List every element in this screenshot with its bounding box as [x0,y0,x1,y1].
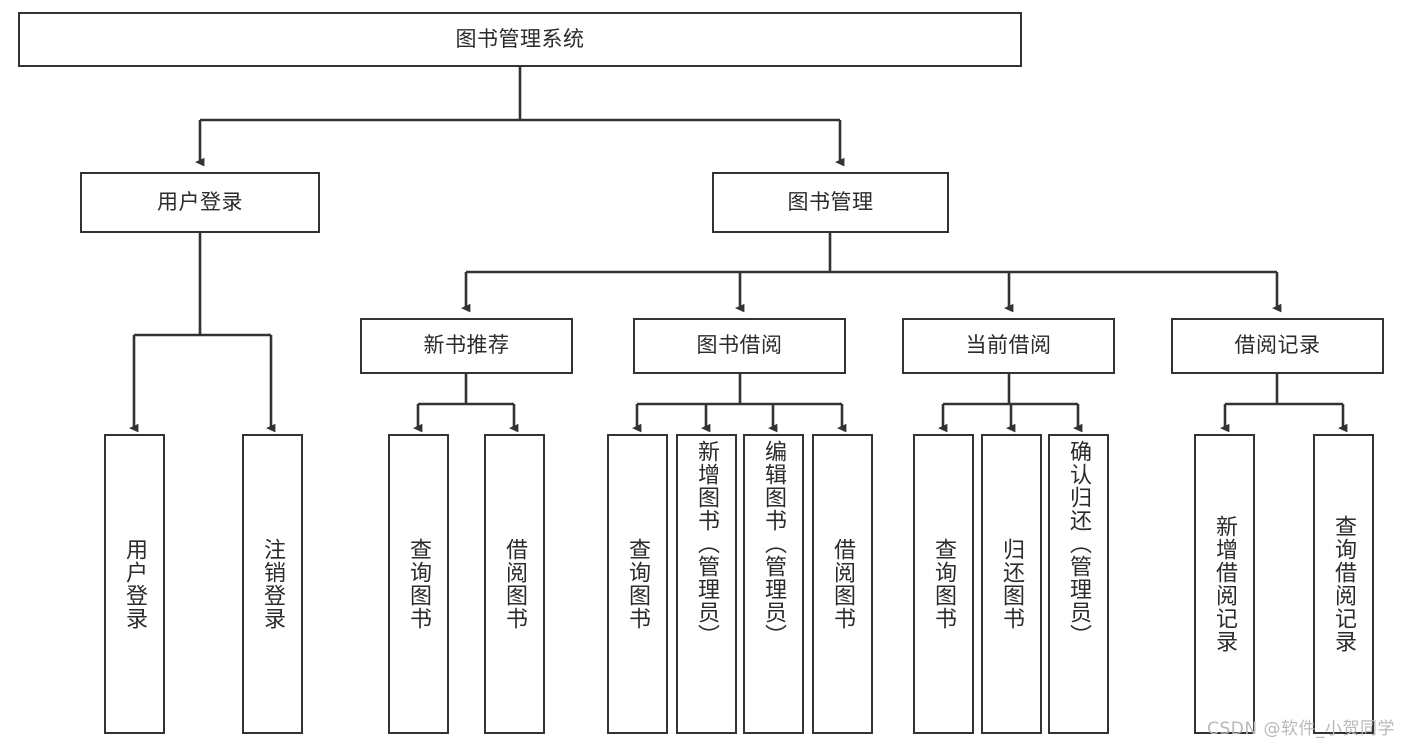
leaf-label: 确认归还（管理员） [1066,440,1092,647]
leaf-book-borrow-add-book-admin[interactable]: 新增图书（管理员） [676,434,737,734]
leaf-current-borrow-return-book[interactable]: 归还图书 [981,434,1042,734]
leaf-current-borrow-query-book[interactable]: 查询图书 [913,434,974,734]
leaf-book-borrow-borrow-book[interactable]: 借阅图书 [812,434,873,734]
leaf-label: 归还图书 [999,538,1025,630]
leaf-label: 查询图书 [931,538,957,630]
leaf-user-login-logout[interactable]: 注销登录 [242,434,303,734]
node-current-borrow[interactable]: 当前借阅 [902,318,1115,374]
leaf-new-book-borrow-book[interactable]: 借阅图书 [484,434,545,734]
node-label: 借阅记录 [1234,333,1321,358]
leaf-current-borrow-confirm-return-admin[interactable]: 确认归还（管理员） [1048,434,1109,734]
leaf-borrow-record-query-record[interactable]: 查询借阅记录 [1313,434,1374,734]
node-new-book-recommend[interactable]: 新书推荐 [360,318,573,374]
leaf-book-borrow-edit-book-admin[interactable]: 编辑图书（管理员） [743,434,804,734]
node-book-management[interactable]: 图书管理 [712,172,949,233]
leaf-label: 查询图书 [406,538,432,630]
node-user-login[interactable]: 用户登录 [80,172,320,233]
leaf-user-login-login[interactable]: 用户登录 [104,434,165,734]
leaf-label: 新增图书（管理员） [694,440,720,647]
node-label: 图书管理 [787,189,874,214]
leaf-new-book-query-book[interactable]: 查询图书 [388,434,449,734]
leaf-label: 借阅图书 [502,538,528,630]
node-label: 图书管理系统 [455,26,585,51]
node-label: 图书借阅 [696,333,783,358]
leaf-label: 新增借阅记录 [1212,515,1238,653]
node-label: 新书推荐 [423,333,510,358]
leaf-label: 编辑图书（管理员） [761,440,787,647]
leaf-borrow-record-add-record[interactable]: 新增借阅记录 [1194,434,1255,734]
leaf-label: 借阅图书 [830,538,856,630]
node-borrow-record[interactable]: 借阅记录 [1171,318,1384,374]
node-book-borrow[interactable]: 图书借阅 [633,318,846,374]
leaf-label: 查询借阅记录 [1331,515,1357,653]
node-label: 用户登录 [157,189,243,214]
node-label: 当前借阅 [965,333,1052,358]
leaf-book-borrow-query-book[interactable]: 查询图书 [607,434,668,734]
leaf-label: 注销登录 [260,538,286,630]
node-root-system[interactable]: 图书管理系统 [18,12,1022,67]
leaf-label: 用户登录 [122,538,148,630]
watermark-text: CSDN @软件_小贺同学 [1207,719,1395,739]
leaf-label: 查询图书 [625,538,651,630]
